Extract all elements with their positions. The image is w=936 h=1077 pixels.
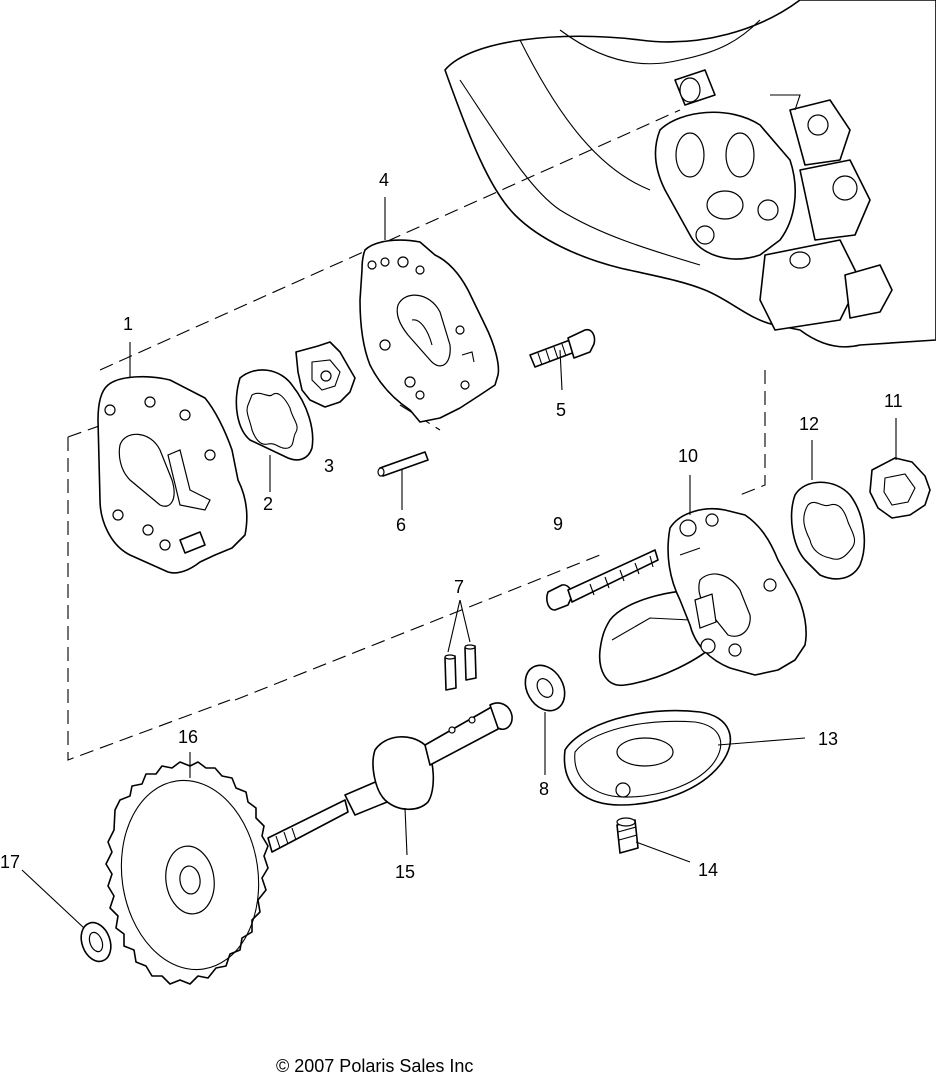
callout-7: 7 — [454, 577, 464, 597]
callout-5: 5 — [556, 400, 566, 420]
callout-17: 17 — [0, 852, 20, 872]
inner-rotor-right — [869, 457, 931, 519]
callout-2: 2 — [263, 494, 273, 514]
callout-labels: 1 2 3 4 5 6 7 8 9 10 11 12 13 14 15 16 1… — [0, 170, 903, 882]
drive-shaft-15 — [267, 702, 513, 853]
callout-9: 9 — [553, 514, 563, 534]
crankcase-housing — [444, 0, 936, 348]
washer-8 — [524, 664, 566, 712]
drain-plug-14 — [616, 817, 639, 854]
gasket-13 — [563, 709, 732, 806]
washer-17 — [80, 921, 112, 963]
long-bolt-9 — [546, 549, 659, 611]
leader-lines — [21, 197, 897, 929]
pump-housing-assembly — [598, 508, 807, 686]
bolt-5 — [529, 328, 596, 368]
callout-3: 3 — [324, 456, 334, 476]
callout-8: 8 — [539, 779, 549, 799]
callout-6: 6 — [396, 515, 406, 535]
callout-15: 15 — [395, 862, 415, 882]
pump-body-plate — [97, 375, 248, 574]
outer-rotor-right — [790, 481, 866, 580]
callout-11: 11 — [884, 391, 903, 411]
dowel-pin-6 — [377, 451, 429, 477]
callout-16: 16 — [178, 727, 198, 747]
callout-1: 1 — [123, 314, 133, 334]
outer-rotor — [235, 369, 314, 461]
pump-cover-plate — [359, 239, 500, 423]
drive-gear-16 — [105, 761, 269, 985]
callout-10: 10 — [678, 446, 698, 466]
copyright-notice: © 2007 Polaris Sales Inc — [276, 1056, 473, 1076]
pins-7 — [444, 644, 477, 691]
callout-4: 4 — [379, 170, 389, 190]
callout-14: 14 — [698, 860, 718, 880]
callout-12: 12 — [799, 414, 819, 434]
inner-rotor — [295, 341, 356, 408]
callout-13: 13 — [818, 729, 838, 749]
